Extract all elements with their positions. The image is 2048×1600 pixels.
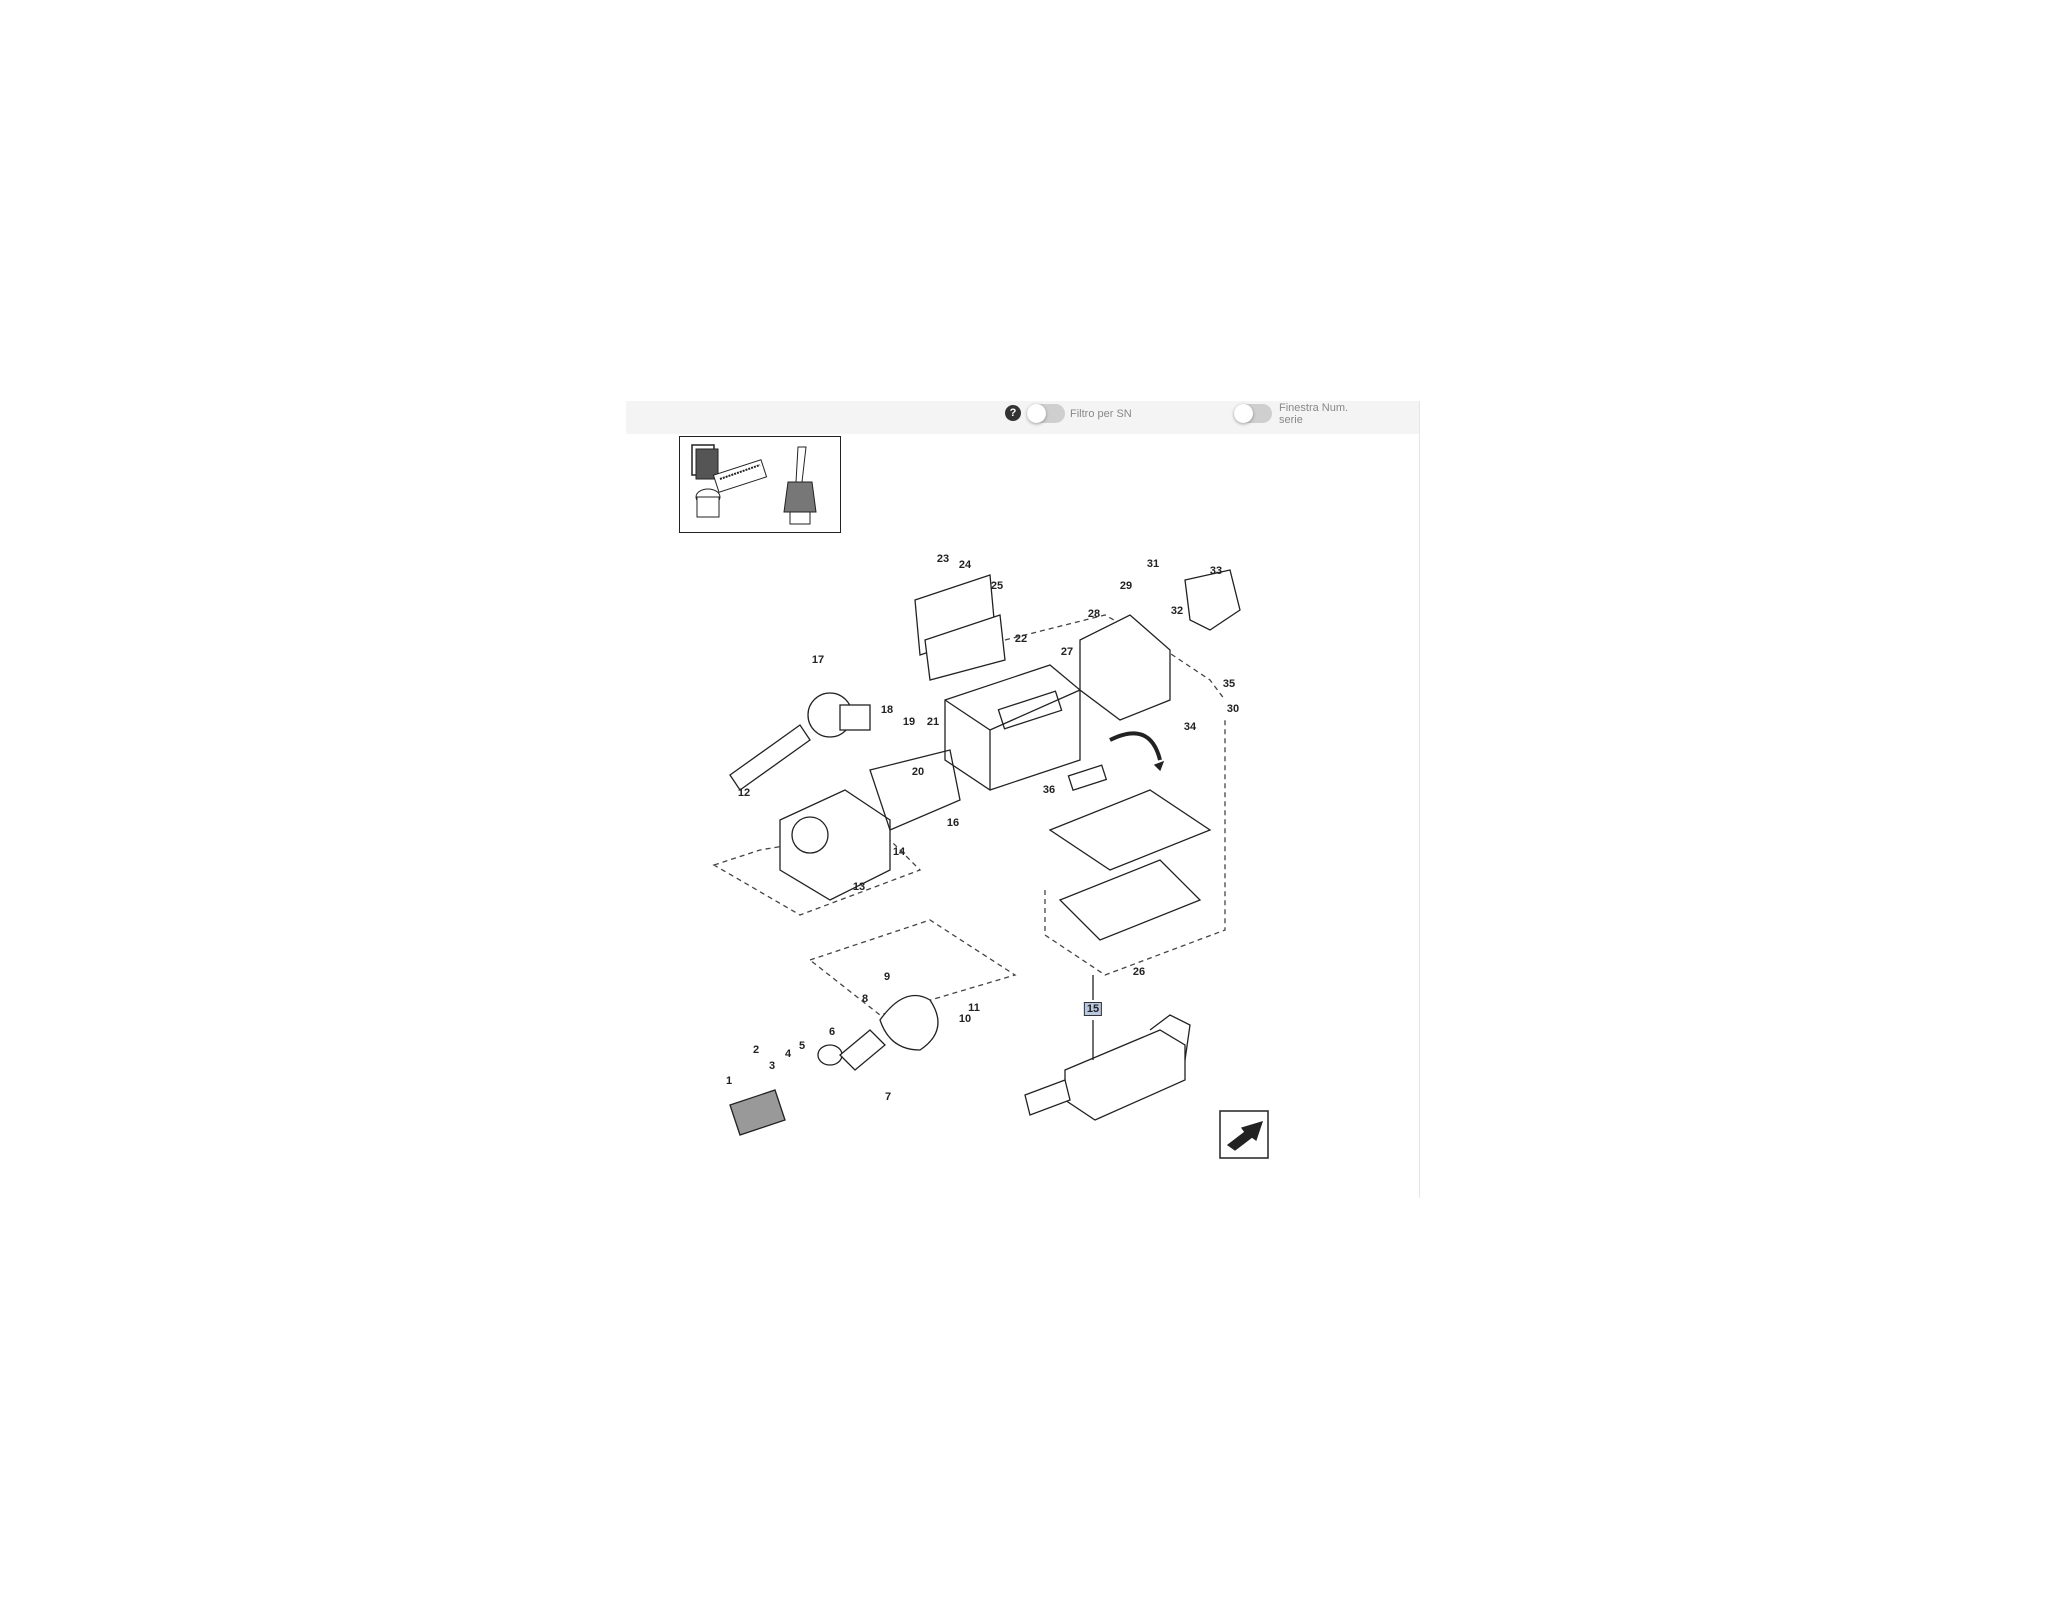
serial-window-label-line2: serie <box>1279 414 1303 426</box>
part-17-shaft <box>729 692 871 791</box>
callout-33[interactable]: 33 <box>1209 565 1223 577</box>
callout-15[interactable]: 15 <box>1083 1002 1103 1016</box>
callout-20[interactable]: 20 <box>911 766 925 778</box>
callout-24[interactable]: 24 <box>958 559 972 571</box>
callout-8[interactable]: 8 <box>861 993 869 1005</box>
callout-19[interactable]: 19 <box>902 716 916 728</box>
callout-23[interactable]: 23 <box>936 553 950 565</box>
filter-sn-label: Filtro per SN <box>1070 408 1132 420</box>
callout-7[interactable]: 7 <box>884 1091 892 1103</box>
thumbnail-image <box>691 444 817 525</box>
group-thumbnail[interactable] <box>679 436 841 533</box>
callout-18[interactable]: 18 <box>880 704 894 716</box>
panel-divider <box>1419 401 1420 1198</box>
part-22-housing <box>944 664 1081 791</box>
callout-1[interactable]: 1 <box>725 1075 733 1087</box>
part-1-knob <box>729 994 939 1136</box>
callout-21[interactable]: 21 <box>926 716 940 728</box>
callout-35[interactable]: 35 <box>1222 678 1236 690</box>
callout-16[interactable]: 16 <box>946 817 960 829</box>
part-15-board <box>1048 731 1212 941</box>
callout-5[interactable]: 5 <box>798 1040 806 1052</box>
part-13-box <box>779 749 961 901</box>
callout-26[interactable]: 26 <box>1132 966 1146 978</box>
serial-window-label: Finestra Num.serie <box>1279 402 1348 426</box>
callout-25[interactable]: 25 <box>990 580 1004 592</box>
callout-2[interactable]: 2 <box>752 1044 760 1056</box>
callout-9[interactable]: 9 <box>883 971 891 983</box>
callout-13[interactable]: 13 <box>852 881 866 893</box>
callout-31[interactable]: 31 <box>1146 558 1160 570</box>
callout-32[interactable]: 32 <box>1170 605 1184 617</box>
toolbar <box>626 401 1420 434</box>
callout-14[interactable]: 14 <box>892 846 906 858</box>
filter-sn-toggle[interactable] <box>1027 404 1065 423</box>
callout-10[interactable]: 10 <box>958 1013 972 1025</box>
part-24-plate <box>914 574 1006 681</box>
callout-6[interactable]: 6 <box>828 1026 836 1038</box>
callout-29[interactable]: 29 <box>1119 580 1133 592</box>
direction-arrow-box[interactable] <box>1219 1110 1269 1159</box>
callout-3[interactable]: 3 <box>768 1060 776 1072</box>
serial-window-label-line1: Finestra Num. <box>1279 402 1349 414</box>
callout-17[interactable]: 17 <box>811 654 825 666</box>
part-15-assembled <box>1024 975 1191 1121</box>
callout-4[interactable]: 4 <box>784 1048 792 1060</box>
part-29-cover <box>1079 569 1241 721</box>
callout-12[interactable]: 12 <box>737 787 751 799</box>
callout-34[interactable]: 34 <box>1183 721 1197 733</box>
serial-window-toggle[interactable] <box>1234 404 1272 423</box>
callout-28[interactable]: 28 <box>1087 608 1101 620</box>
callout-30[interactable]: 30 <box>1226 703 1240 715</box>
help-icon[interactable]: ? <box>1005 405 1021 421</box>
callout-36[interactable]: 36 <box>1042 784 1056 796</box>
callout-22[interactable]: 22 <box>1014 633 1028 645</box>
callout-27[interactable]: 27 <box>1060 646 1074 658</box>
callout-11[interactable]: 11 <box>968 1002 980 1014</box>
